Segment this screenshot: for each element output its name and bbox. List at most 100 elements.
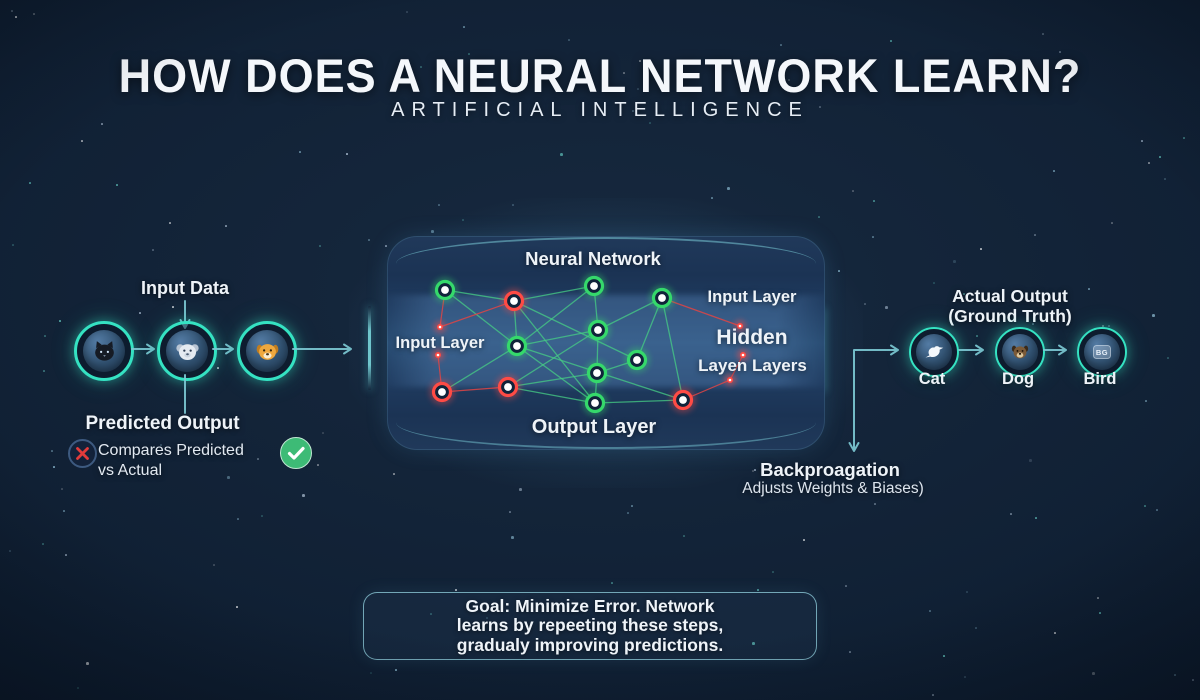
- star: [519, 488, 522, 491]
- star: [217, 367, 219, 369]
- star: [1144, 505, 1146, 507]
- page-title: HOW DOES A NEURAL NETWORK LEARN?: [118, 48, 1082, 103]
- neural-network-panel: Neural Network Input Layer Input Layer H…: [349, 198, 863, 488]
- network-node-core: [633, 356, 641, 364]
- network-edge: [507, 386, 596, 404]
- hidden-layers-label: Layen Layers: [698, 356, 807, 375]
- goal-line-1: Goal: Minimize Error. Network: [465, 595, 715, 616]
- star: [509, 511, 511, 513]
- backpropagation-label: Backproagation: [760, 459, 900, 480]
- star: [780, 44, 782, 46]
- star: [560, 153, 563, 156]
- network-node-core: [679, 396, 687, 404]
- star: [455, 589, 457, 591]
- network-node-core: [593, 369, 601, 377]
- star: [406, 11, 408, 13]
- network-node-core: [513, 342, 521, 350]
- star: [393, 473, 395, 475]
- star: [1192, 679, 1194, 681]
- right-arrow-icon: [212, 343, 234, 355]
- star: [1183, 137, 1185, 139]
- star: [1174, 674, 1176, 676]
- star: [1034, 234, 1036, 236]
- hidden-label: Hidden: [716, 326, 788, 349]
- goal-line-2: learns by repeeting these steps,: [456, 615, 724, 636]
- star: [845, 585, 847, 587]
- star: [1167, 357, 1169, 359]
- star: [1035, 517, 1037, 519]
- output-layer-label: Output Layer: [531, 416, 657, 438]
- star: [852, 190, 854, 192]
- star: [874, 503, 876, 505]
- input-layer-right-label: Input Layer: [707, 288, 797, 306]
- right-arrow-to-network-icon: [292, 343, 352, 355]
- star: [65, 554, 67, 556]
- star: [980, 248, 982, 250]
- page-subtitle: ARTIFICIAL INTELLIGENCE: [391, 99, 809, 121]
- star: [711, 197, 713, 199]
- predicted-output-label: Predicted Output: [85, 413, 240, 434]
- star: [943, 655, 945, 657]
- star: [1010, 513, 1012, 515]
- star: [53, 466, 55, 468]
- star: [63, 510, 65, 512]
- star: [152, 249, 154, 251]
- backprop-elbow-arrow: [848, 344, 899, 452]
- star: [1042, 33, 1044, 35]
- star: [42, 543, 44, 545]
- right-arrow-icon: [1043, 344, 1067, 356]
- star: [1148, 162, 1150, 164]
- connector-line: [184, 374, 186, 414]
- star: [44, 335, 46, 337]
- star: [172, 306, 174, 308]
- input-item-dog-gray: [157, 321, 217, 381]
- star: [431, 230, 434, 233]
- actual-label-cat: Cat: [918, 370, 946, 388]
- star: [29, 182, 31, 184]
- star: [627, 512, 629, 514]
- star: [9, 550, 11, 552]
- actual-output-line-2: (Ground Truth): [948, 306, 1072, 326]
- star: [772, 571, 774, 573]
- network-dot-core: [438, 325, 442, 329]
- star: [139, 312, 141, 314]
- star: [885, 306, 888, 309]
- bg-tile-text: BG: [1096, 348, 1108, 357]
- network-node-core: [594, 326, 602, 334]
- bird-icon: [916, 334, 952, 370]
- star: [51, 450, 53, 452]
- star: [11, 10, 13, 12]
- star: [864, 303, 866, 305]
- star: [33, 13, 35, 15]
- network-node-core: [504, 383, 512, 391]
- network-node-core: [438, 388, 446, 396]
- star: [116, 184, 118, 186]
- star: [727, 187, 730, 190]
- star: [59, 320, 61, 322]
- star: [370, 672, 372, 674]
- star: [932, 694, 934, 696]
- backpropagation-sub-label: Adjusts Weights & Biases): [742, 480, 924, 497]
- star: [611, 582, 613, 584]
- green-check-icon: [279, 436, 313, 475]
- actual-label-bird: Bird: [1083, 370, 1117, 388]
- star: [757, 589, 759, 591]
- star: [302, 494, 305, 497]
- star: [12, 244, 14, 246]
- gray-dog-icon: [166, 330, 208, 372]
- red-x-icon: [67, 438, 98, 474]
- star: [933, 282, 935, 284]
- actual-output-line-1: Actual Output: [952, 286, 1068, 306]
- star: [1145, 400, 1147, 402]
- star: [512, 204, 514, 206]
- star: [631, 505, 633, 507]
- star: [803, 539, 805, 541]
- star: [463, 26, 465, 28]
- star: [317, 464, 319, 466]
- star: [261, 515, 263, 517]
- star: [1097, 597, 1099, 599]
- star: [818, 216, 820, 218]
- star: [849, 651, 851, 653]
- panel-left-accent-bar: [368, 306, 371, 390]
- golden-dog-icon: [246, 330, 288, 372]
